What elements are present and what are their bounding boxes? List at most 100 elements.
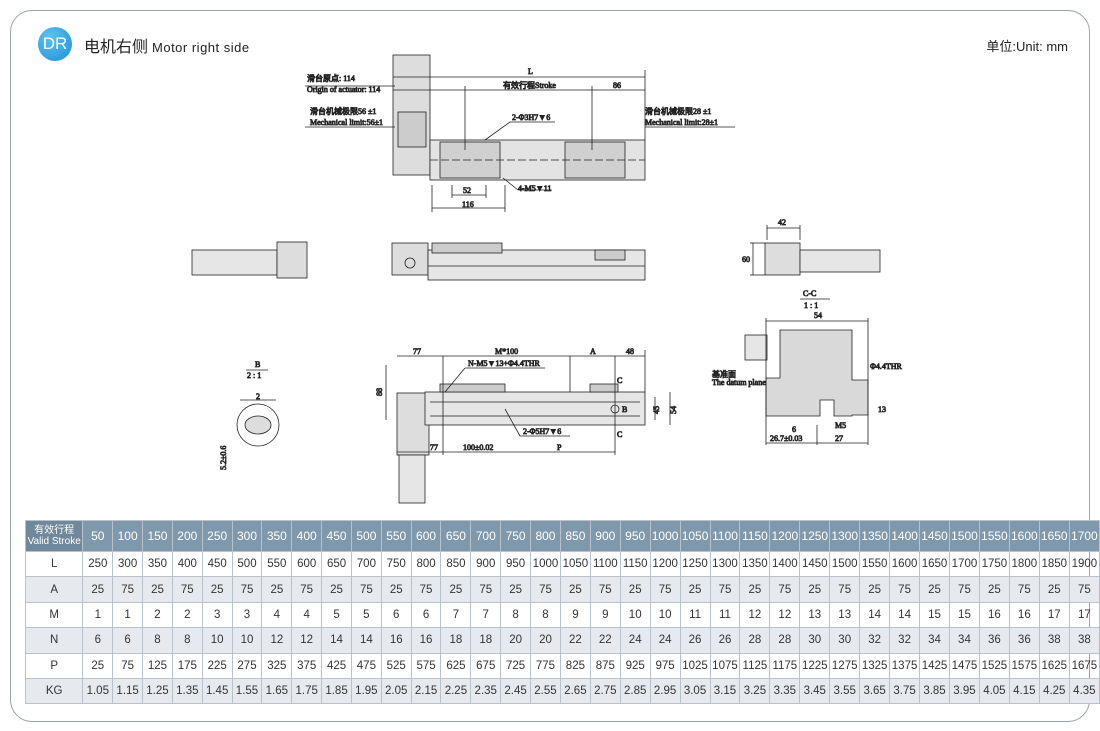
table-cell: 25 — [321, 576, 352, 603]
table-cell: 25 — [919, 576, 950, 603]
table-cell: 26 — [709, 627, 741, 654]
table-cell: 2.65 — [559, 677, 591, 705]
table-cell: 11 — [709, 601, 741, 629]
table-cell: 875 — [589, 652, 621, 679]
table-cell: 1225 — [799, 652, 831, 679]
dim-m5: M5 — [835, 421, 846, 430]
dr-badge: DR — [38, 27, 72, 61]
table-cell: 6 — [112, 627, 144, 654]
stroke-header-cell: 350 — [261, 520, 293, 552]
table-cell: 75 — [350, 576, 382, 603]
table-cell: 2.55 — [530, 677, 561, 705]
table-cell: 975 — [649, 652, 681, 679]
detail-mark-b: B — [622, 405, 627, 414]
table-cell: 12 — [769, 601, 801, 629]
table-cell: 725 — [500, 652, 532, 679]
pin-note-front: 2-Φ5H7▼6 — [523, 427, 561, 436]
table-cell: 450 — [201, 550, 233, 578]
table-cell: 1250 — [679, 550, 711, 578]
row-label: A — [24, 576, 84, 603]
dim-54-front: 54 — [669, 406, 678, 414]
table-cell: 24 — [649, 627, 681, 654]
table-cell: 425 — [321, 652, 352, 679]
table-cell: 25 — [679, 576, 711, 603]
table-cell: 15 — [919, 601, 950, 629]
table-cell: 1700 — [948, 550, 980, 578]
table-cell: 7 — [470, 601, 502, 629]
table-cell: 1350 — [739, 550, 771, 578]
side-views: 42 60 — [191, 218, 881, 281]
table-cell: 10 — [619, 601, 651, 629]
stroke-header-cell: 1300 — [829, 520, 861, 552]
table-cell: 1850 — [1038, 550, 1070, 578]
table-cell: 1900 — [1068, 550, 1100, 578]
table-cell: 1000 — [530, 550, 561, 578]
stroke-header-cell: 550 — [380, 520, 412, 552]
stroke-header-cell: 1350 — [859, 520, 891, 552]
table-cell: 625 — [440, 652, 472, 679]
table-cell: 25 — [799, 576, 831, 603]
table-cell: 11 — [679, 601, 711, 629]
unit-label: 单位:Unit: mm — [986, 39, 1068, 54]
table-cell: 28 — [739, 627, 771, 654]
table-cell: 25 — [559, 576, 591, 603]
dim-45: 45 — [652, 406, 661, 414]
table-cell: 22 — [559, 627, 591, 654]
table-cell: 1.85 — [321, 677, 352, 705]
table-cell: 225 — [201, 652, 233, 679]
title-en: Motor right side — [152, 40, 250, 55]
stroke-header-cell: 1100 — [709, 520, 741, 552]
dim-86: 86 — [613, 81, 621, 90]
table-cell: 1375 — [889, 652, 921, 679]
table-cell: 25 — [1038, 576, 1070, 603]
table-cell: 2.35 — [470, 677, 502, 705]
table-cell: 25 — [619, 576, 651, 603]
table-cell: 3.65 — [859, 677, 891, 705]
table-cell: 1 — [112, 601, 144, 629]
table-cell: 75 — [769, 576, 801, 603]
mech-left-en: Mechanical limit:56±1 — [310, 118, 383, 127]
stroke-header-cell: 950 — [619, 520, 651, 552]
top-view: L 滑台原点: 114 Origin of actuator: 114 有效行程… — [305, 54, 735, 212]
table-cell: 1200 — [649, 550, 681, 578]
stroke-header-cell: 800 — [530, 520, 561, 552]
table-cell: 75 — [889, 576, 921, 603]
dim-54: 54 — [814, 311, 822, 320]
dim-m100: M*100 — [495, 347, 518, 356]
table-cell: 36 — [978, 627, 1010, 654]
table-cell: 325 — [261, 652, 293, 679]
table-cell: 75 — [530, 576, 561, 603]
table-cell: 1 — [82, 601, 114, 629]
table-cell: 8 — [500, 601, 532, 629]
dim-26-7: 26.7±0.03 — [770, 434, 802, 443]
table-cell: 600 — [291, 550, 323, 578]
stroke-header-cell: 600 — [410, 520, 442, 552]
table-cell: 75 — [829, 576, 861, 603]
hole-note: Φ4.4THR — [870, 362, 903, 371]
table-cell: 3 — [201, 601, 233, 629]
table-cell: 75 — [112, 652, 144, 679]
table-cell: 16 — [1008, 601, 1040, 629]
table-cell: 825 — [559, 652, 591, 679]
stroke-label: 有效行程Stroke — [503, 80, 556, 90]
table-cell: 25 — [978, 576, 1010, 603]
table-cell: 20 — [530, 627, 561, 654]
stroke-header-cell: 100 — [112, 520, 144, 552]
stroke-header-cell: 1450 — [919, 520, 950, 552]
table-cell: 14 — [321, 627, 352, 654]
table-cell: 300 — [112, 550, 144, 578]
table-cell: 1050 — [559, 550, 591, 578]
table-cell: 25 — [201, 576, 233, 603]
table-cell: 400 — [171, 550, 203, 578]
section-scale: 1 : 1 — [804, 301, 818, 310]
table-cell: 34 — [919, 627, 950, 654]
table-cell: 1.45 — [201, 677, 233, 705]
stroke-header-cell: 250 — [201, 520, 233, 552]
table-cell: 12 — [261, 627, 293, 654]
table-cell: 475 — [350, 652, 382, 679]
table-cell: 3.05 — [679, 677, 711, 705]
detail-b: B 2 : 1 2 5.2±0.6 — [219, 360, 280, 470]
